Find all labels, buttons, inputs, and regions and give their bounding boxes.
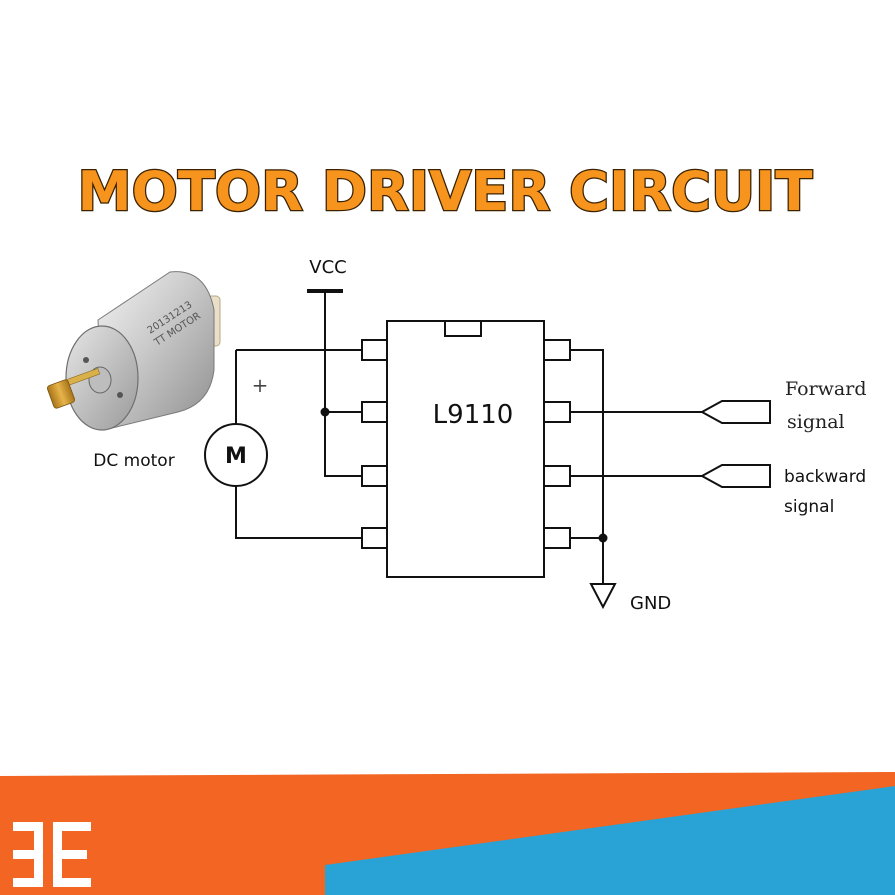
vcc-label: VCC (309, 257, 346, 278)
motor-caption: DC motor (93, 451, 174, 471)
chip-pin-right-3 (543, 465, 571, 487)
brand-banner (0, 772, 895, 895)
junction-dot-vcc (320, 407, 330, 417)
chip-pin-right-4 (543, 527, 571, 549)
motor-symbol-letter: M (225, 444, 247, 469)
circuit-wires (235, 291, 702, 584)
chip-label: L9110 (433, 400, 514, 430)
chip-pin-right-1 (543, 339, 571, 361)
backward-signal-connector (699, 464, 771, 488)
motor-symbol: M (204, 423, 268, 487)
forward-signal-label-line2: signal (787, 411, 845, 433)
ground-symbol-icon (589, 583, 617, 610)
gnd-label: GND (630, 593, 671, 614)
forward-signal-label-line1: Forward (785, 378, 867, 400)
backward-signal-label-line2: signal (784, 497, 834, 517)
chip-pin-left-2 (361, 401, 388, 423)
dc-motor-photo-icon: 20131213 TT MOTOR (47, 271, 221, 431)
chip-pin-right-2 (543, 401, 571, 423)
l9110-chip: L9110 (361, 320, 571, 578)
backward-signal-label-line1: backward (784, 467, 866, 487)
vcc-rail: VCC (307, 257, 347, 293)
brand-logo-icon (13, 822, 91, 887)
junction-dot-gnd (598, 533, 608, 543)
page-title: MOTOR DRIVER CIRCUIT (78, 160, 813, 223)
forward-signal-connector (699, 400, 771, 424)
motor-polarity-plus: + (252, 373, 269, 397)
chip-pin-left-4 (361, 527, 388, 549)
chip-pin-left-3 (361, 465, 388, 487)
chip-pin-left-1 (361, 339, 388, 361)
